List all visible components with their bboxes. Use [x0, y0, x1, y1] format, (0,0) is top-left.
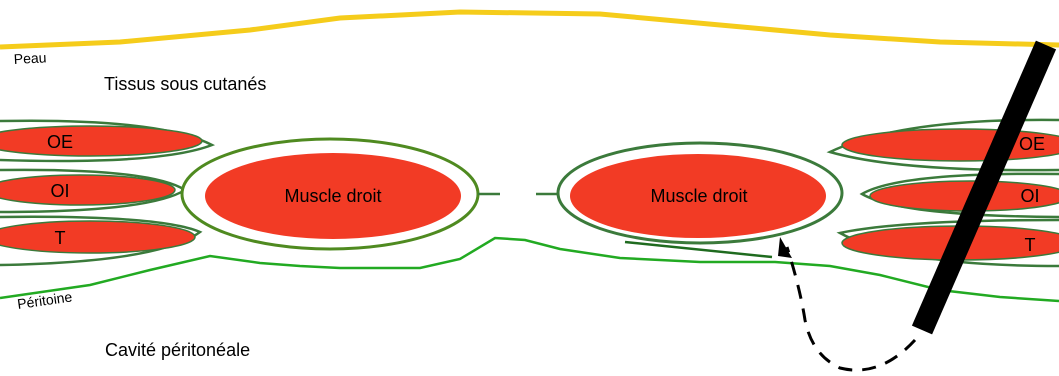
right-oe-label: OE [1019, 134, 1045, 154]
right-rectus-label: Muscle droit [650, 186, 747, 206]
left-oe-label: OE [47, 132, 73, 152]
left-oi-muscle [0, 174, 176, 206]
posterior-sheath-line [624, 240, 773, 259]
left-rectus [180, 137, 480, 251]
right-rectus-muscle [570, 154, 826, 238]
skin-line [0, 9, 1059, 50]
peritoneum-label: Péritoine [16, 288, 73, 312]
left-rectus-label: Muscle droit [284, 186, 381, 206]
right-rectus [556, 141, 844, 245]
cavity-label: Cavité péritonéale [105, 340, 250, 360]
peritoneum-line [0, 236, 1059, 303]
left-oi-label: OI [50, 181, 69, 201]
arrow-head-icon [778, 237, 792, 258]
right-oi-label: OI [1020, 186, 1039, 206]
instrument-bar [911, 40, 1057, 335]
right-t-label: T [1025, 235, 1036, 255]
left-t-label: T [55, 228, 66, 248]
left-oe-muscle [0, 125, 203, 157]
left-t-muscle [0, 220, 196, 254]
skin-label: Peau [13, 49, 46, 67]
dashed-arrow [785, 246, 917, 372]
left-lateral-muscles [0, 119, 216, 267]
left-rectus-muscle [205, 153, 461, 239]
subcutaneous-label: Tissus sous cutanés [104, 74, 266, 94]
